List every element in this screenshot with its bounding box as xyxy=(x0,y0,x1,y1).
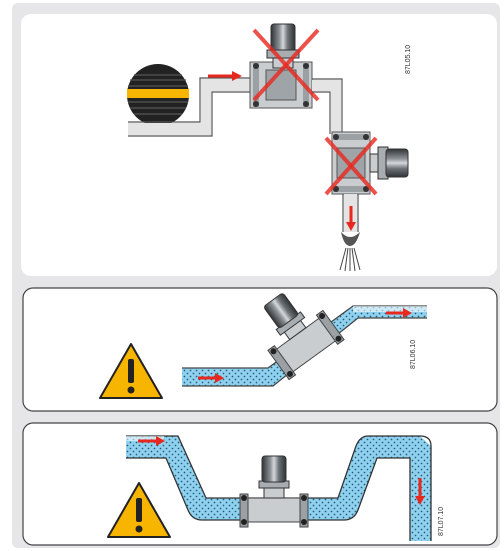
panel-3: 87L07.10 xyxy=(23,423,497,545)
panel-2-code: 87L06.10 xyxy=(410,340,417,369)
panel-1: 87L05.10 xyxy=(21,14,497,276)
panel-1-background xyxy=(21,14,497,276)
panel-2: 87L06.10 xyxy=(23,280,497,411)
panel-3-code: 87L07.10 xyxy=(438,507,445,536)
panel-1-code: 87L05.10 xyxy=(405,45,412,74)
tank-disc-icon xyxy=(127,64,189,126)
